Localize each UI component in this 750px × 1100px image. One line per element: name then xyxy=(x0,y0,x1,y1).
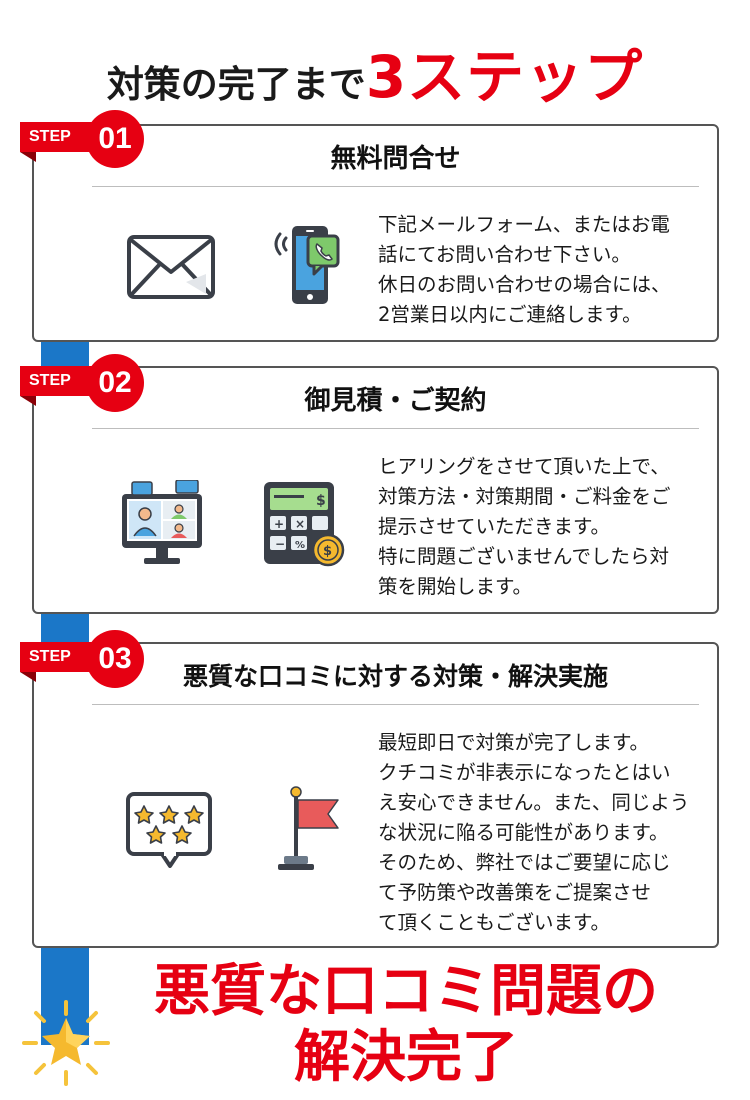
page-heading: 対策の完了まで3ステップ xyxy=(0,30,750,114)
divider xyxy=(92,186,699,187)
step-description: ヒアリングをさせて頂いた上で、 対策方法・対策期間・ご料金をご 提示させていただ… xyxy=(378,455,671,598)
step-title: 御見積・ご契約 xyxy=(304,386,487,416)
calculator-coin-icon: $ + × − % $ xyxy=(264,482,345,567)
svg-text:+: + xyxy=(274,517,284,531)
svg-text:−: − xyxy=(275,537,285,551)
step-card-03: 悪質な口コミに対する対策・解決実施 最短即日で対策が完了します。 クチコミが非表… xyxy=(32,642,719,948)
heading-emphasis: 3ステップ xyxy=(365,43,644,111)
step-title: 悪質な口コミに対する対策・解決実施 xyxy=(182,662,608,691)
sparkle-star-icon xyxy=(22,1000,110,1086)
step-description: 最短即日で対策が完了します。 クチコミが非表示になったとはい え安心できません。… xyxy=(378,731,690,934)
divider xyxy=(92,704,699,705)
step-title: 無料問合せ xyxy=(330,144,461,174)
step-number: 03 xyxy=(86,630,144,688)
conclusion-line-1: 悪質な口コミ問題の xyxy=(154,959,658,1024)
svg-text:$: $ xyxy=(323,544,332,559)
heading-prefix: 対策の完了まで xyxy=(106,63,366,106)
svg-text:$: $ xyxy=(316,493,326,509)
step-number: 02 xyxy=(86,354,144,412)
step-card-01: 無料問合せ 下記メールフォーム、またはお電 話にてお問い合わせ下さい。 休日のお… xyxy=(32,124,719,342)
star-review-bubble-icon xyxy=(126,792,212,868)
svg-text:%: % xyxy=(295,540,305,551)
divider xyxy=(92,428,699,429)
svg-text:×: × xyxy=(295,517,305,531)
smartphone-call-icon xyxy=(274,226,340,304)
goal-flag-icon xyxy=(278,786,339,870)
step-number: 01 xyxy=(86,110,144,168)
envelope-icon xyxy=(127,235,215,299)
step-card-02: 御見積・ご契約 $ + × − % $ ヒアリングをさせて xyxy=(32,366,719,614)
video-meeting-monitor-icon xyxy=(122,480,202,564)
conclusion-line-2: 解決完了 xyxy=(294,1025,518,1090)
step-description: 下記メールフォーム、またはお電 話にてお問い合わせ下さい。 休日のお問い合わせの… xyxy=(378,213,671,326)
